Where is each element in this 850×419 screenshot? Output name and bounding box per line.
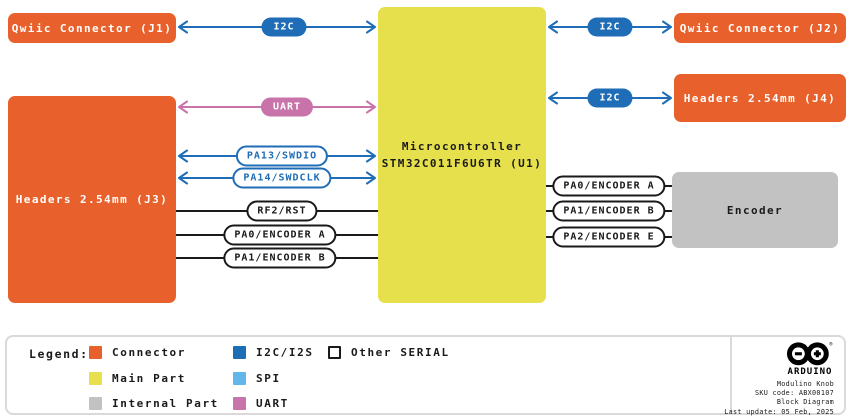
document-info: Modulino Knob SKU code: ABX00107 Block D…	[724, 380, 834, 417]
arduino-infinity-icon: ®	[786, 341, 833, 366]
arduino-logo: ® ARDUINO	[786, 340, 834, 377]
block-label: Qwiic Connector (J1)	[11, 21, 173, 35]
legend-panel: Legend: Connector Main Part Internal Par…	[5, 335, 846, 417]
legend-label: I2C/I2S	[256, 346, 314, 359]
pill-enc-b-right: PA1/ENCODER B	[552, 200, 666, 222]
product-name: Modulino Knob	[776, 380, 834, 388]
legend-label: Connector	[112, 346, 187, 359]
legend-label: Main Part	[112, 372, 187, 385]
title-block: ® ARDUINO Modulino Knob SKU code: ABX001…	[724, 340, 834, 417]
legend-label: SPI	[256, 372, 281, 385]
legend-label: UART	[256, 397, 289, 410]
uart-swatch	[233, 397, 246, 410]
pill-swdio: PA13/SWDIO	[235, 145, 329, 167]
block-headers-j3: Headers 2.54mm (J3)	[8, 96, 176, 303]
pill-rst: RF2/RST	[246, 200, 318, 222]
internal-part-swatch	[89, 397, 102, 410]
block-label: Headers 2.54mm (J4)	[683, 91, 837, 105]
last-update: Last update: 05 Feb, 2025	[724, 407, 834, 416]
sku-code: SKU code: ABX00107	[754, 389, 834, 398]
legend-item-main-part: Main Part	[89, 372, 186, 385]
legend-item-internal-part: Internal Part	[89, 397, 219, 410]
legend-item-uart: UART	[233, 397, 289, 410]
arduino-wordmark: ARDUINO	[787, 367, 833, 377]
other-serial-swatch	[328, 346, 341, 359]
block-headers-j4: Headers 2.54mm (J4)	[674, 74, 846, 122]
pill-enc-a-left: PA0/ENCODER A	[223, 224, 337, 246]
main-part-swatch	[89, 372, 102, 385]
legend-item-i2c-i2s: I2C/I2S	[233, 346, 314, 359]
block-label-line2: STM32C011F6U6TR (U1)	[381, 157, 543, 170]
spi-swatch	[233, 372, 246, 385]
legend-item-spi: SPI	[233, 372, 281, 385]
block-qwiic-connector-j2: Qwiic Connector (J2)	[674, 13, 846, 43]
block-label-line1: Microcontroller	[401, 140, 523, 153]
pill-uart: UART	[260, 97, 314, 117]
legend-label: Internal Part	[112, 397, 219, 410]
legend-title: Legend:	[29, 347, 89, 361]
legend-label: Other SERIAL	[351, 346, 450, 359]
pill-i2c-j1: I2C	[261, 17, 307, 37]
block-encoder: Encoder	[672, 172, 838, 248]
legend-item-other-serial: Other SERIAL	[328, 346, 450, 359]
pill-enc-a-right: PA0/ENCODER A	[552, 175, 666, 197]
registered-mark: ®	[829, 341, 833, 347]
pill-enc-e-right: PA2/ENCODER E	[552, 226, 666, 248]
connector-swatch	[89, 346, 102, 359]
pill-i2c-j4: I2C	[587, 88, 633, 108]
doc-type: Block Diagram	[776, 398, 834, 407]
pill-i2c-j2: I2C	[587, 17, 633, 37]
block-label: Qwiic Connector (J2)	[679, 21, 841, 35]
pill-swdclk: PA14/SWDCLK	[232, 167, 332, 189]
pill-enc-b-left: PA1/ENCODER B	[223, 247, 337, 269]
block-qwiic-connector-j1: Qwiic Connector (J1)	[8, 13, 176, 43]
legend-item-connector: Connector	[89, 346, 186, 359]
block-microcontroller-u1: Microcontroller STM32C011F6U6TR (U1)	[378, 7, 546, 303]
legend-divider	[730, 337, 732, 413]
block-label: Headers 2.54mm (J3)	[15, 193, 169, 206]
i2c-i2s-swatch	[233, 346, 246, 359]
block-label: Encoder	[726, 203, 784, 217]
